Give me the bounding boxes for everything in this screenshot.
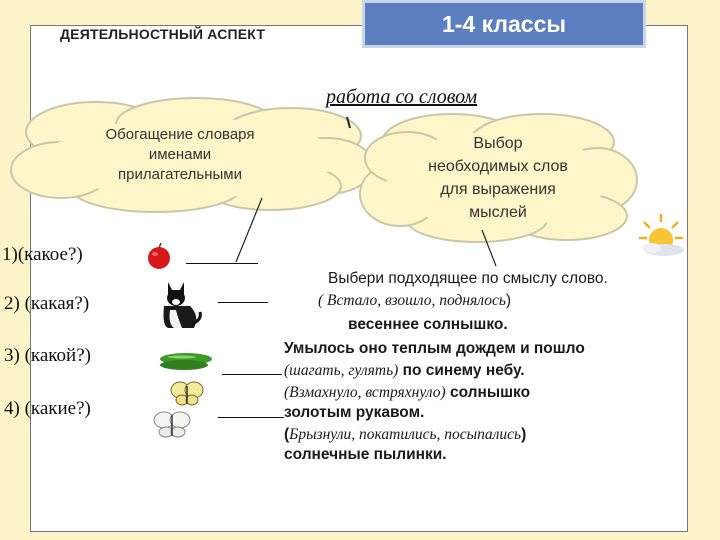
question-number: 4) xyxy=(4,398,20,419)
task-paren: ) xyxy=(521,426,527,443)
question-number: 3) xyxy=(4,345,20,366)
question-number: 1) xyxy=(2,244,18,265)
task-line-1: ( Встало, взошло, поднялось) xyxy=(318,292,511,310)
question-text: (какое?) xyxy=(17,244,83,265)
task-options-4: Брызнули, покатились, посыпались xyxy=(289,426,522,443)
answer-blank-3[interactable] xyxy=(222,374,282,375)
answer-blank-1[interactable] xyxy=(186,263,258,264)
task-options-3: (Взмахнуло, встряхнуло) xyxy=(284,384,446,401)
answer-blank-2[interactable] xyxy=(218,302,268,303)
butterflies-icon xyxy=(153,381,204,438)
answer-blank-4[interactable] xyxy=(218,417,284,418)
question-row-4: 4) (какие?) xyxy=(4,398,91,420)
task-instruction: Выбери подходящее по смыслу слово. xyxy=(328,270,608,287)
question-row-2: 2) (какая?) xyxy=(4,293,89,315)
task-line-3: Умылось оно теплым дождем и пошло xyxy=(284,340,585,357)
task-text: солнышко xyxy=(445,384,531,401)
task-text: по синему небу. xyxy=(398,362,525,379)
question-row-3: 3) (какой?) xyxy=(4,345,91,367)
task-line-5: (Взмахнуло, встряхнуло) солнышко xyxy=(284,384,530,402)
question-text: (какие?) xyxy=(24,398,91,419)
task-line-7: (Брызнули, покатились, посыпались) xyxy=(284,426,526,444)
cucumber-icon xyxy=(160,353,212,370)
task-line-8: солнечные пылинки. xyxy=(284,446,447,463)
question-number: 2) xyxy=(4,293,20,314)
question-row-1: 1)(какое?) xyxy=(2,244,83,266)
task-options-1: ( Встало, взошло, поднялось xyxy=(318,292,506,309)
cloud-right xyxy=(359,113,638,243)
task-paren: ) xyxy=(505,292,512,309)
aspect-title: ДЕЯТЕЛЬНОСТНЫЙ АСПЕКТ xyxy=(60,26,266,42)
task-paren: ( xyxy=(284,426,290,443)
task-line-4: (шагать, гулять) по синему небу. xyxy=(284,362,525,380)
apple-icon xyxy=(148,242,170,269)
task-line-2: весеннее солнышко. xyxy=(348,316,508,333)
grades-badge: 1-4 классы xyxy=(362,0,646,48)
cloud-right-text: Выбор необходимых слов для выражения мыс… xyxy=(428,135,568,221)
task-options-2: (шагать, гулять) xyxy=(284,362,399,379)
task-line-6: золотым рукавом. xyxy=(284,404,425,421)
question-text: (какая?) xyxy=(24,293,90,314)
question-text: (какой?) xyxy=(24,345,91,366)
topic-title: работа со словом xyxy=(326,86,478,108)
cloud-left xyxy=(10,97,375,213)
cat-icon xyxy=(163,282,202,328)
cloud-left-text: Обогащение словаря именами прилагательны… xyxy=(105,126,255,183)
sun-icon xyxy=(639,214,684,256)
